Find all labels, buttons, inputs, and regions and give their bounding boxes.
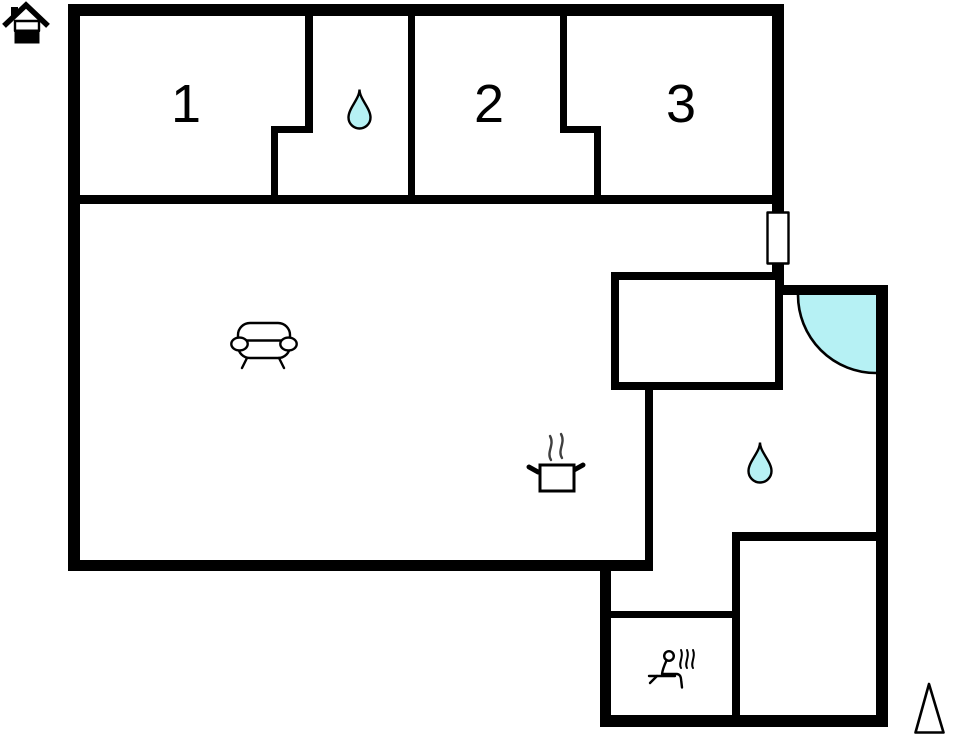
wall-divider1-upper bbox=[305, 16, 313, 129]
wall-divider1-jog bbox=[271, 126, 313, 133]
wall-corridor bbox=[645, 388, 653, 565]
walls bbox=[68, 4, 888, 727]
person-body bbox=[660, 659, 684, 689]
wall-living-bottom bbox=[68, 560, 653, 571]
cooking-pot-icon bbox=[526, 432, 586, 493]
house-logo-icon bbox=[2, 1, 50, 44]
window-symbol bbox=[766, 211, 790, 265]
wall-divider3-jog bbox=[560, 126, 601, 133]
water-drop-icon-bathroom-top bbox=[347, 89, 372, 130]
sauna-steam bbox=[691, 649, 695, 669]
sofa-armrest-left bbox=[230, 336, 249, 352]
sofa-icon bbox=[230, 321, 298, 370]
logo-body-bottom bbox=[14, 29, 40, 44]
water-drop-icon-bathroom-right bbox=[747, 442, 773, 484]
sauna-person-icon bbox=[647, 649, 695, 689]
wall-bedrooms-bottom bbox=[68, 195, 784, 204]
door-swing-arc bbox=[796, 294, 877, 375]
sofa-armrest-right bbox=[279, 336, 298, 352]
steam-line bbox=[548, 434, 553, 462]
sofa-leg-right bbox=[277, 356, 286, 370]
logo-roof bbox=[2, 1, 50, 28]
wall-right-upper bbox=[772, 4, 784, 214]
person-head bbox=[663, 649, 676, 663]
wall-bottom-exterior bbox=[600, 715, 888, 727]
room-label-2: 2 bbox=[474, 74, 504, 134]
room-label-3: 3 bbox=[666, 74, 696, 134]
sofa-leg-left bbox=[240, 356, 249, 370]
sauna-steam bbox=[679, 649, 683, 669]
door-swing-edge bbox=[796, 294, 877, 375]
pot-handle-left bbox=[526, 464, 541, 475]
logo-chimney bbox=[11, 7, 18, 16]
room-label-1: 1 bbox=[171, 74, 201, 134]
sauna-steam bbox=[685, 649, 689, 669]
wall-bottom-room-top bbox=[732, 532, 884, 541]
wall-entry-top bbox=[778, 285, 888, 295]
north-arrow-icon bbox=[914, 682, 945, 734]
wall-divider1-lower bbox=[271, 126, 278, 196]
wall-sauna-top bbox=[606, 611, 740, 618]
pot-body bbox=[538, 463, 576, 493]
wall-divider3-upper bbox=[560, 16, 567, 129]
wall-left-exterior bbox=[68, 4, 80, 571]
sauna-bench-leg bbox=[648, 674, 659, 685]
wall-divider2 bbox=[408, 16, 415, 196]
door-swing-fill bbox=[798, 295, 876, 373]
wall-right-lower-exterior bbox=[876, 285, 888, 727]
wall-divider3-lower bbox=[594, 126, 601, 196]
steam-line bbox=[559, 432, 564, 460]
wall-top-exterior bbox=[68, 4, 784, 16]
wall-sauna-divider bbox=[732, 535, 740, 727]
wall-extension-left bbox=[600, 562, 611, 727]
hall-room-outline bbox=[611, 272, 783, 390]
